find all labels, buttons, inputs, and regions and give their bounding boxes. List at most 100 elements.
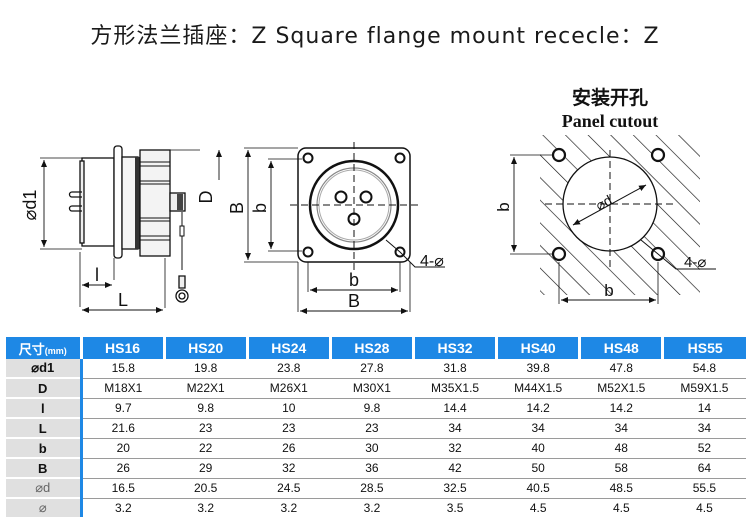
table-cell: 23: [164, 418, 248, 439]
table-cell: 29: [164, 458, 248, 479]
page-title: 方形法兰插座：Z Square flange mount rececle：Z: [90, 24, 660, 49]
side-D-label: D: [196, 191, 216, 204]
cutout-title-cn: 安装开孔: [572, 86, 648, 109]
table-cell: M59X1.5: [662, 378, 746, 399]
column-header: HS48: [578, 337, 663, 359]
table-cell: 64: [662, 458, 746, 479]
table-cell: 32: [247, 458, 331, 479]
side-view-drawing: [40, 145, 200, 308]
cutout-b-vertical-label: b: [494, 202, 513, 211]
table-cell: 4.5: [529, 500, 547, 515]
table-cell: 34: [496, 418, 580, 439]
drawing-canvas: ⌀d1 D l L B b: [20, 86, 716, 314]
table-cell: 23.8: [247, 359, 331, 379]
table-cell: 40: [496, 438, 580, 459]
row-parameter: D: [6, 378, 83, 399]
side-view-dimensions: [41, 150, 222, 313]
table-cell: 4.5: [696, 500, 713, 515]
table-cell: 58: [579, 458, 663, 479]
header-unit-label: (mm): [44, 345, 67, 356]
row-parameter: ⌀d1: [6, 359, 83, 379]
column-header: HS55: [661, 337, 746, 359]
column-header: HS16: [79, 337, 165, 359]
table-cell: 20.5: [164, 478, 248, 499]
table-cell: 9.8: [164, 398, 248, 419]
table-cell: 14: [662, 398, 746, 419]
column-header: HS32: [411, 337, 497, 359]
table-cell: 26: [81, 458, 165, 479]
table-cell: 31.8: [413, 359, 497, 379]
table-cell: 15.8: [81, 359, 165, 379]
table-cell: 36: [330, 458, 414, 479]
table-cell: M52X1.5: [579, 378, 663, 399]
spec-table: 尺寸(mm) HS16 HS20 HS24 HS28 HS32 HS40 HS4…: [6, 337, 746, 517]
row-parameter: L: [6, 418, 83, 439]
cutout-d-label: ⌀d: [593, 192, 615, 214]
column-header: HS20: [162, 337, 248, 359]
table-cell: M44X1.5: [496, 378, 580, 399]
row-parameter: l: [6, 398, 83, 419]
table-cell: 9.7: [81, 398, 165, 419]
cutout-title-en: Panel cutout: [562, 111, 659, 131]
table-cell: 14.2: [496, 398, 580, 419]
technical-drawings: ⌀d1 D l L B b: [0, 70, 750, 332]
front-b-vertical-label: b: [250, 203, 270, 213]
table-cell: 3.2: [280, 500, 298, 515]
row-parameter: ⌀: [6, 498, 83, 517]
table-cell: 19.8: [164, 359, 248, 379]
table-cell: 47.8: [579, 359, 663, 379]
table-cell: 22: [164, 438, 248, 459]
table-cell: 30: [330, 438, 414, 459]
table-cell: 52: [662, 438, 746, 459]
table-cell: 48: [579, 438, 663, 459]
table-cell: 48.5: [579, 478, 663, 499]
cutout-b-horizontal-label: b: [604, 281, 613, 300]
table-cell: 34: [662, 418, 746, 439]
table-cell: 20: [81, 438, 165, 459]
table-cell: 42: [413, 458, 497, 479]
front-B-vertical-label: B: [227, 202, 247, 214]
table-cell: 39.8: [496, 359, 580, 379]
table-header-row: 尺寸(mm) HS16 HS20 HS24 HS28 HS32 HS40 HS4…: [6, 337, 746, 359]
table-cell: 3.2: [363, 500, 381, 515]
front-view-dimensions: [245, 150, 408, 314]
side-l-label: l: [95, 265, 99, 285]
column-header: HS40: [495, 337, 580, 359]
front-holes-label: 4-⌀: [420, 253, 444, 270]
front-B-horizontal-label: B: [348, 291, 360, 311]
column-header: HS28: [328, 337, 414, 359]
table-cell: 24.5: [247, 478, 331, 499]
table-cell: 3.2: [197, 500, 215, 515]
header-size-label: 尺寸: [18, 341, 45, 357]
front-view-drawing: [244, 142, 445, 312]
table-cell: M22X1: [164, 378, 248, 399]
table-cell: 3.5: [446, 500, 464, 515]
table-cell: 23: [247, 418, 331, 439]
table-cell: 9.8: [330, 398, 414, 419]
row-parameter: B: [6, 458, 83, 479]
table-cell: 16.5: [81, 478, 165, 499]
table-cell: 32: [413, 438, 497, 459]
table-cell: 27.8: [330, 359, 414, 379]
table-cell: 26: [247, 438, 331, 459]
table-cell: M30X1: [330, 378, 414, 399]
table-cell: 50: [496, 458, 580, 479]
table-cell: 40.5: [496, 478, 580, 499]
table-cell: 23: [330, 418, 414, 439]
table-cell: 14.2: [579, 398, 663, 419]
table-cell: 32.5: [413, 478, 497, 499]
table-cell: 4.5: [612, 500, 630, 515]
header-size-unit: 尺寸(mm): [6, 337, 81, 359]
side-L-label: L: [118, 290, 128, 310]
column-header: HS24: [245, 337, 331, 359]
table-cell: M26X1: [247, 378, 331, 399]
row-parameter: b: [6, 438, 83, 459]
table-cell: 21.6: [81, 418, 165, 439]
